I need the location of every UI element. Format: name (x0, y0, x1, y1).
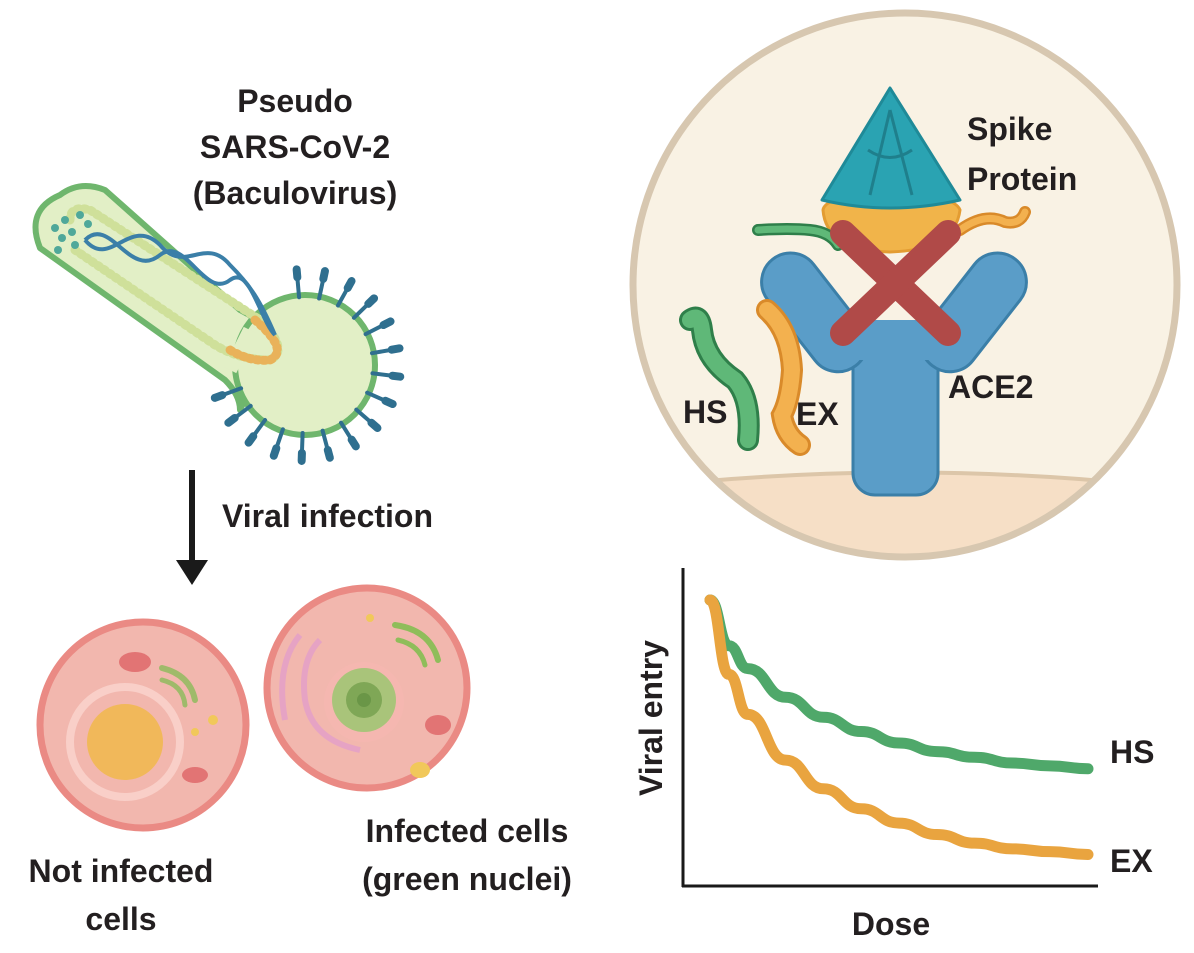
infection-arrow (176, 470, 208, 585)
ace2-label: ACE2 (948, 369, 1033, 405)
not-infected-cell (36, 618, 250, 832)
spike-label-line2: Protein (967, 161, 1077, 197)
y-axis-label: Viral entry (633, 640, 669, 796)
viral-infection-label: Viral infection (222, 498, 433, 534)
binding-inset (629, 9, 1181, 561)
baculovirus-illustration (32, 183, 405, 465)
virus-title-line1: Pseudo (237, 83, 353, 119)
spike-label-line1: Spike (967, 111, 1052, 147)
infected-cell (263, 584, 471, 792)
series-label-ex: EX (1110, 843, 1153, 879)
series-label-hs: HS (1110, 734, 1154, 770)
blocked-cross (830, 220, 961, 346)
virus-title-line3: (Baculovirus) (193, 175, 397, 211)
not-infected-label-line1: Not infected (29, 853, 214, 889)
hs-curve (704, 594, 1094, 775)
virus-title-line2: SARS-CoV-2 (200, 129, 390, 165)
infected-label-line2: (green nuclei) (362, 861, 572, 897)
infected-label-line1: Infected cells (366, 813, 569, 849)
not-infected-label-line2: cells (85, 901, 156, 937)
inset-hs-label: HS (683, 394, 727, 430)
inset-ex-label: EX (796, 396, 839, 432)
viral-entry-chart: Dose Viral entry HS EX (633, 568, 1154, 942)
x-axis-label: Dose (852, 906, 930, 942)
ex-curve (704, 594, 1094, 861)
